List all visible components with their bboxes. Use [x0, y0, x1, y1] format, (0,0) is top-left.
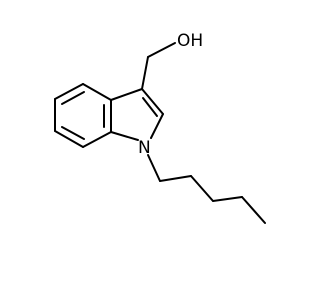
bond-n1-c7a — [110, 131, 139, 141]
bond-c3a-c3 — [110, 88, 143, 101]
bond-chain2-chain3 — [190, 175, 214, 202]
bond-chain4-chain5 — [241, 196, 266, 224]
bond-c3-ch2 — [141, 56, 149, 90]
bond-ch2-o — [147, 42, 176, 58]
bond-c6-c7 — [54, 130, 84, 148]
atom-label-n: N — [138, 138, 151, 158]
bond-c3-c2 — [141, 88, 164, 115]
bond-c2-n1 — [150, 113, 164, 139]
bond-chain3-chain4 — [212, 196, 243, 202]
double-bond-c4-c5 — [61, 91, 85, 105]
structure-canvas: OH N — [54, 31, 266, 224]
molecule-drawing: OH N — [54, 31, 266, 224]
atom-label-oh: OH — [177, 31, 203, 51]
bond-chain1-chain2 — [159, 175, 192, 182]
bond-c3a-c4 — [82, 83, 112, 101]
double-bond-c6-c7 — [61, 126, 85, 140]
bond-n1-chain1 — [147, 154, 161, 182]
bond-c7-c7a — [82, 131, 112, 148]
double-bond-c3-c2 — [142, 97, 158, 117]
bond-c4-c5 — [54, 83, 84, 100]
